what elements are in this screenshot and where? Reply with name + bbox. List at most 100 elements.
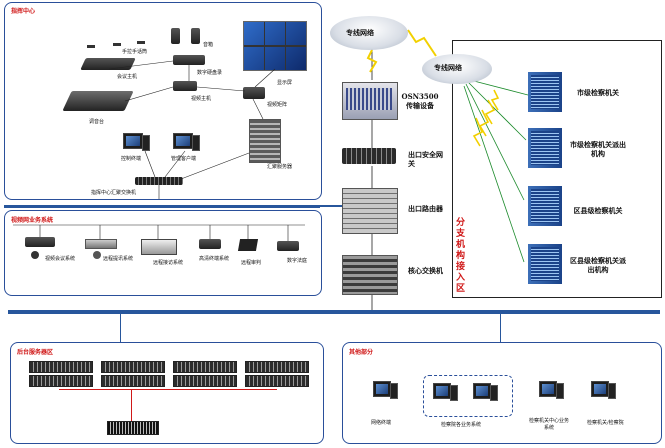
server-icon — [173, 361, 237, 373]
remote-interrogation-label: 远程提讯系统 — [103, 256, 134, 262]
building-icon — [528, 244, 562, 284]
server-icon — [173, 375, 237, 387]
digital-court-label: 数字法庭 — [287, 258, 308, 264]
group-pc-label: 检察院各业务系统 — [441, 422, 482, 428]
server-icon — [245, 361, 309, 373]
server-icon — [245, 375, 309, 387]
console-label: 调音台 — [89, 119, 105, 125]
server-link-red — [59, 389, 277, 390]
bus-drop-left — [120, 314, 121, 342]
private-network-cloud-right — [422, 54, 492, 84]
conference-host-label: 会议主机 — [117, 74, 138, 80]
supervisor-pc-tower-icon — [556, 383, 564, 399]
group-pc-box — [423, 375, 513, 417]
building-icon — [528, 72, 562, 112]
branch-zone-title: 分支机构接入区 — [456, 218, 466, 294]
speaker-icon — [171, 28, 180, 44]
handheld-mic-icon — [137, 41, 145, 44]
command-center-title: 指挥中心 — [11, 8, 36, 15]
office-pc-label: 网络终端 — [371, 420, 392, 426]
branch-site-label: 市级检察机关派出机构 — [570, 140, 626, 158]
camera-icon — [31, 251, 39, 259]
remote-mediation-label: 远程接访系统 — [153, 260, 184, 266]
handheld-mic-icon — [113, 43, 121, 46]
center-switch-label: 指挥中心汇聚交换机 — [91, 190, 137, 196]
group-pc-tower-icon — [450, 385, 458, 401]
office-pc-tower-icon — [390, 383, 398, 399]
hd-terminal-label: 高清终端系统 — [199, 256, 230, 262]
digital-recorder-label: 数字硬盘录 — [197, 70, 223, 76]
group-pc-tower-icon — [490, 385, 498, 401]
video-business-title: 视频网业务系统 — [11, 217, 54, 224]
video-conf-device-icon — [25, 237, 55, 247]
command-center-zone: 指挥中心 手拉手话筒 音箱 会议主机 数字硬盘录 视频主机 调音台 显示屏 视频… — [4, 2, 322, 200]
speaker-icon — [191, 28, 200, 44]
exit-firewall-label: 出口安全网关 — [408, 150, 443, 168]
uplink-bar — [4, 205, 320, 208]
mgmt-client-tower-icon — [192, 135, 200, 151]
video-conf-label: 视频会议系统 — [45, 256, 76, 262]
server-zone: 后台服务器区 — [10, 342, 324, 444]
remote-court-label: 远程审判 — [241, 260, 262, 266]
supervisor-pc-label: 检察机关中心业务系统 — [529, 418, 570, 431]
mgmt-client-label: 管理客户端 — [171, 156, 197, 162]
video-host-label: 视频主机 — [191, 96, 212, 102]
center-switch-icon — [135, 177, 183, 185]
remote-interrogation-device-icon — [85, 239, 117, 249]
office-pc-monitor-icon — [373, 381, 391, 397]
transmission-device-label: OSN3500传输设备 — [401, 92, 439, 110]
cluster-server-icon — [249, 119, 281, 163]
remote-mediation-device-icon — [141, 239, 177, 255]
building-icon — [528, 128, 562, 168]
storage-array-icon — [107, 421, 159, 435]
other-zone: 其他部分 网络终端 检察院各业务系统 检察机关中心业务系统 检察机关/检察院 — [342, 342, 662, 444]
group-pc-monitor-icon — [433, 383, 451, 399]
client-pc-monitor-icon — [591, 381, 609, 397]
private-network-cloud-top — [330, 16, 408, 50]
hd-terminal-device-icon — [199, 239, 221, 249]
building-icon — [528, 186, 562, 226]
video-matrix-label: 视频矩阵 — [267, 102, 288, 108]
digital-court-device-icon — [277, 241, 299, 251]
exit-firewall-icon — [342, 148, 396, 164]
server-icon — [29, 361, 93, 373]
handheld-mic-icon — [87, 45, 95, 48]
group-pc-monitor-icon — [473, 383, 491, 399]
exit-router-label: 出口路由器 — [408, 204, 443, 213]
lightning-icon — [407, 29, 437, 57]
command-center-links — [108, 60, 276, 199]
video-business-links — [13, 224, 305, 241]
server-icon — [101, 375, 165, 387]
handheld-mic-label: 手拉手话筒 — [122, 49, 148, 55]
wan-links — [366, 29, 529, 310]
branch-zone — [452, 40, 662, 298]
core-switch-icon — [342, 255, 398, 295]
video-host-icon — [173, 81, 197, 91]
speaker-label: 音箱 — [203, 42, 214, 48]
private-network-label-right: 专线网络 — [434, 63, 462, 72]
digital-recorder-icon — [173, 55, 205, 65]
camera-icon — [93, 251, 101, 259]
client-pc-label: 检察机关/检察院 — [587, 420, 624, 426]
control-terminal-tower-icon — [142, 135, 150, 151]
big-screen-icon — [243, 21, 307, 71]
lightning-icon — [366, 49, 378, 73]
core-switch-label: 核心交换机 — [408, 266, 443, 275]
cluster-server-label: 汇聚服务器 — [267, 164, 293, 170]
main-bus — [8, 310, 660, 314]
branch-site-label: 区县级检察机关派出机构 — [570, 256, 626, 274]
branch-site-label: 区县级检察机关 — [573, 206, 623, 215]
supervisor-pc-monitor-icon — [539, 381, 557, 397]
server-zone-title: 后台服务器区 — [17, 349, 54, 356]
other-zone-title: 其他部分 — [349, 349, 374, 356]
transmission-device-panel — [346, 88, 392, 110]
server-icon — [101, 361, 165, 373]
private-network-label-top: 专线网络 — [346, 28, 374, 37]
bus-drop-right — [500, 314, 501, 342]
video-matrix-icon — [243, 87, 265, 99]
branch-site-label: 市级检察机关 — [577, 88, 619, 97]
server-link-red — [131, 389, 132, 421]
video-business-zone: 视频网业务系统 视频会议系统 远程提讯系统 远程接访系统 高清终端系统 远程审判… — [4, 210, 322, 296]
server-icon — [29, 375, 93, 387]
exit-router-icon — [342, 188, 398, 234]
